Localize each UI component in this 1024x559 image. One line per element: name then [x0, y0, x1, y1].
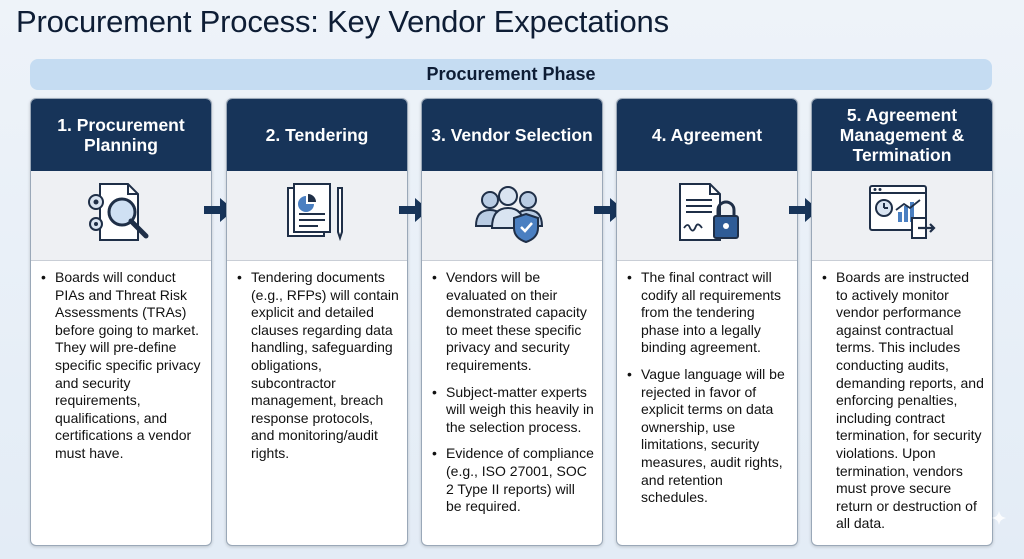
step-title-line: 5. Agreement — [846, 105, 958, 125]
sparkle-icon — [992, 511, 1006, 525]
people-shield-icon — [472, 180, 552, 251]
step-title-line: 4. Agreement — [651, 125, 763, 145]
step-bullet: Boards will conduct PIAs and Threat Risk… — [41, 269, 203, 463]
step-card-vendor-selection: 3. Vendor Selection Vendors will be eval… — [421, 98, 603, 546]
step-title-line: Termination — [852, 145, 952, 165]
step-title-line: 2. Tendering — [265, 125, 369, 145]
step-bullet: Subject-matter experts will weigh this h… — [432, 384, 594, 437]
step-title-line: Management & — [839, 125, 965, 145]
step-bullet: The final contract will codify all requi… — [627, 269, 789, 357]
step-header: 4. Agreement — [617, 99, 797, 171]
step-bullet: Evidence of compliance (e.g., ISO 27001,… — [432, 445, 594, 515]
step-card-tendering: 2. Tendering Tendering documents (e.g., … — [226, 98, 408, 546]
step-title-line: Planning — [84, 135, 158, 155]
step-title-line: 3. Vendor Selection — [431, 125, 593, 145]
document-pen-icon — [282, 180, 352, 251]
step-card-agreement-management-termination: 5. Agreement Management & Termination — [811, 98, 993, 546]
step-header: 3. Vendor Selection — [422, 99, 602, 171]
page-title: Procurement Process: Key Vendor Expectat… — [16, 4, 669, 39]
contract-lock-icon — [672, 180, 742, 251]
step-title-line: 1. Procurement — [57, 115, 185, 135]
step-header: 2. Tendering — [227, 99, 407, 171]
phase-label: Procurement Phase — [426, 64, 596, 84]
step-bullet: Vague language will be rejected in favor… — [627, 366, 789, 507]
magnifier-gear-document-icon — [86, 180, 156, 251]
step-bullet: Vendors will be evaluated on their demon… — [432, 269, 594, 375]
phase-banner: Procurement Phase — [30, 59, 992, 90]
dashboard-exit-icon — [866, 180, 938, 251]
step-bullet: Boards are instructed to actively monito… — [822, 269, 984, 533]
step-bullet: Tendering documents (e.g., RFPs) will co… — [237, 269, 399, 463]
step-card-agreement: 4. Agreement The final contract will cod… — [616, 98, 798, 546]
step-card-procurement-planning: 1. Procurement Planning Boards will cond… — [30, 98, 212, 546]
step-header: 1. Procurement Planning — [31, 99, 211, 171]
step-header: 5. Agreement Management & Termination — [812, 99, 992, 171]
